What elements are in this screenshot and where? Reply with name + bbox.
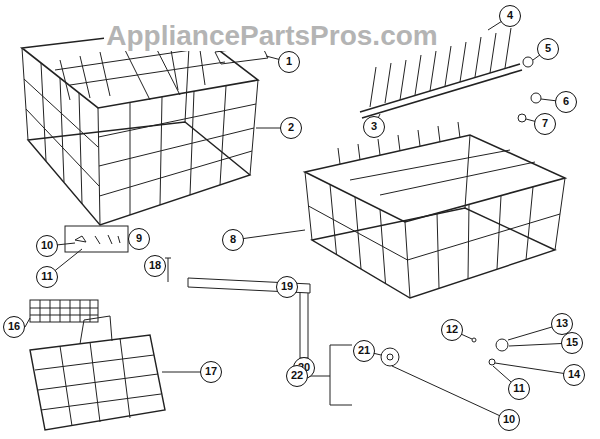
callout-number: 1 — [278, 51, 300, 73]
clip-part — [531, 93, 541, 103]
callout-number: 8 — [222, 229, 244, 251]
leader-line — [47, 56, 291, 277]
callout-number: 10 — [498, 409, 520, 431]
pin-part — [165, 258, 171, 282]
callout-number: 4 — [499, 5, 521, 27]
roller-part — [381, 348, 399, 366]
basket-grid — [35, 316, 161, 426]
leader-line — [364, 324, 574, 420]
lower-rack-wires — [305, 122, 565, 298]
clip-part — [523, 57, 533, 67]
callout-number: 17 — [200, 361, 222, 383]
callout-number: 21 — [353, 340, 375, 362]
small-part — [496, 339, 508, 351]
tine-bar — [360, 64, 522, 118]
roller-hub — [387, 354, 393, 360]
watermark: AppliancePartsPros.com — [104, 21, 439, 51]
cover-grid — [25, 300, 98, 327]
bracket — [309, 345, 352, 405]
callout-number: 15 — [561, 332, 583, 354]
callout-number: 11 — [36, 266, 58, 288]
callout-number: 22 — [286, 365, 308, 387]
leader-line — [155, 266, 287, 287]
small-part — [472, 338, 476, 342]
callout-number: 6 — [555, 91, 577, 113]
small-parts — [75, 235, 120, 244]
callout-number: 9 — [128, 228, 150, 250]
callout-number: 12 — [441, 319, 463, 341]
callout-number: 2 — [280, 117, 302, 139]
callout-number: 16 — [3, 316, 25, 338]
callout-number: 10 — [36, 235, 58, 257]
lower-rack-top-rim — [305, 135, 565, 222]
lower-rack-bottom — [312, 208, 555, 298]
callout-number: 11 — [508, 378, 530, 400]
rail-end — [300, 293, 308, 358]
callout-number: 5 — [537, 38, 559, 60]
callout-number: 7 — [534, 113, 556, 135]
callout-number: 3 — [363, 116, 385, 138]
small-part — [489, 359, 495, 365]
callout-number: 14 — [563, 364, 585, 386]
clip-part — [518, 114, 526, 122]
upper-rack-wires — [22, 28, 258, 225]
callout-number: 19 — [276, 276, 298, 298]
parts-box — [65, 226, 128, 252]
callout-number: 18 — [144, 255, 166, 277]
